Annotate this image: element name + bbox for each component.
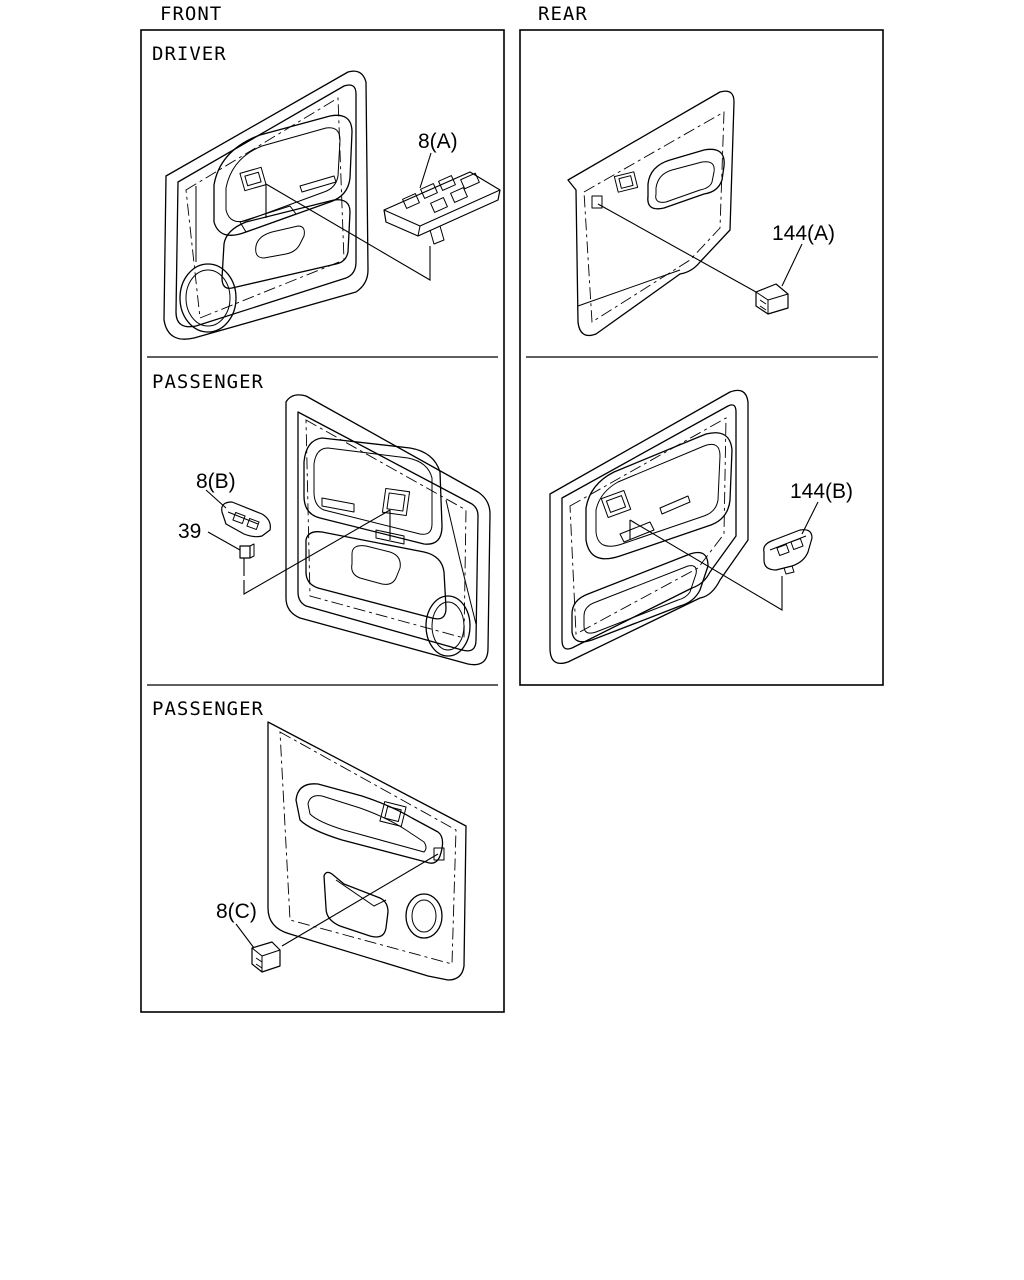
callout-8b-leader [205,489,227,509]
callout-39-leader [207,531,241,551]
callout-144b-leader [801,501,819,535]
callout-144a-leader [781,243,803,287]
rear-section-title: REAR [538,3,588,25]
passenger-door-panel-1 [285,394,491,666]
driver-leader-line [265,183,431,281]
driver-panel-label: DRIVER [152,43,227,65]
passenger-panel-label-2: PASSENGER [152,698,264,720]
passenger-panel-label-1: PASSENGER [152,371,264,393]
front-frame [140,29,505,1013]
callout-8c: 8(C) [216,900,257,923]
switch-144a[interactable] [755,283,789,315]
passenger-1-leader-line [243,509,391,595]
passenger-door-panel-2 [267,721,467,981]
switch-144b[interactable] [763,529,813,575]
switch-8b[interactable] [221,501,271,538]
switch-8c[interactable] [251,941,281,973]
callout-8c-leader [235,923,255,949]
front-section-title: FRONT [160,3,222,25]
callout-8b: 8(B) [196,470,236,493]
rear-frame [519,29,884,686]
callout-144b: 144(B) [790,480,853,503]
part-39[interactable] [239,543,255,576]
rear-door-panel-1 [567,90,735,337]
callout-39: 39 [178,520,201,543]
driver-door-panel [163,70,369,340]
callout-8a-leader [419,152,432,189]
rear-1-leader-line [597,203,757,293]
switch-8a[interactable] [383,171,501,245]
callout-8a: 8(A) [418,130,458,153]
callout-144a: 144(A) [772,222,835,245]
passenger-2-leader-line [281,853,439,947]
rear-2-leader-line [629,519,783,611]
rear-door-panel-2 [549,389,749,665]
